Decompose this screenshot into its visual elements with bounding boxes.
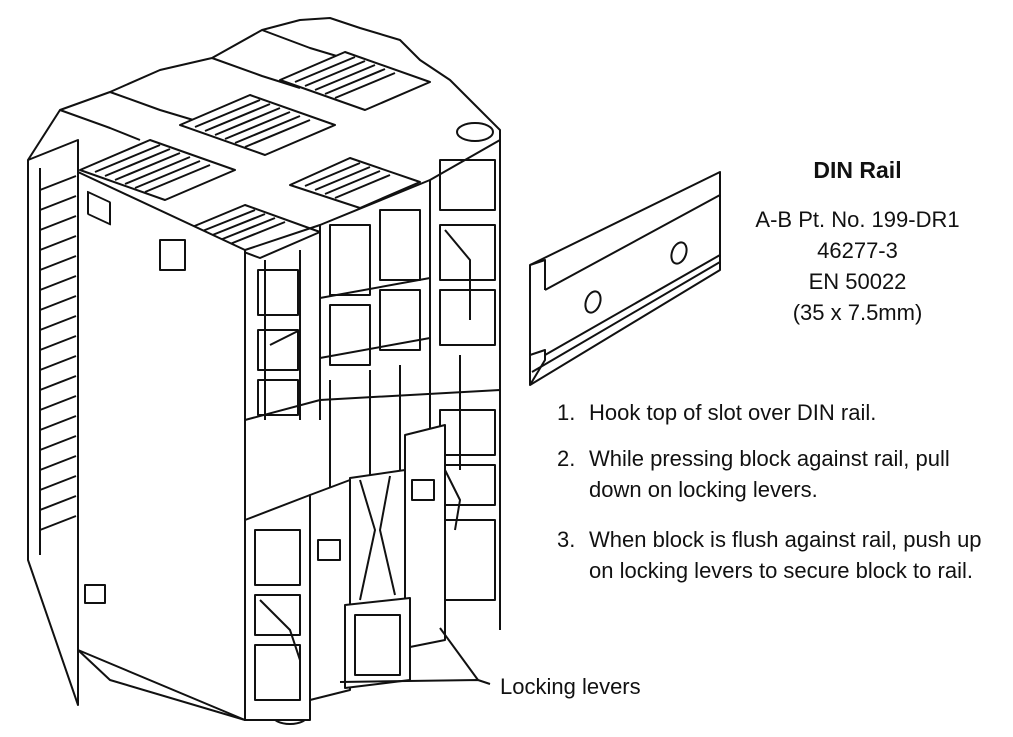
- step-text: Hook top of slot over DIN rail.: [589, 400, 877, 425]
- din-rail-part-number: A-B Pt. No. 199-DR1: [755, 207, 960, 232]
- instruction-step-3: 3. When block is flush against rail, push…: [557, 524, 1009, 586]
- step-number: 2.: [557, 446, 576, 471]
- callout-leader-lines: [339, 627, 491, 685]
- din-rail-code: 46277-3: [817, 238, 898, 263]
- din-rail-standard: EN 50022: [808, 269, 907, 294]
- din-rail-dimensions: (35 x 7.5mm): [792, 300, 923, 325]
- terminal-block: [27, 17, 501, 725]
- step-text: When block is flush against rail, push u…: [589, 527, 982, 583]
- locking-levers-label: Locking levers: [500, 674, 641, 699]
- rail-slot-hole: [584, 290, 602, 314]
- din-rail: [529, 171, 721, 386]
- step-text: While pressing block against rail, pull …: [589, 446, 950, 502]
- locking-levers: [309, 424, 446, 701]
- top-terminal-clamps: [79, 51, 431, 259]
- step-number: 3.: [557, 527, 576, 552]
- instruction-step-2: 2. While pressing block against rail, pul…: [557, 443, 979, 505]
- instruction-step-1: 1. Hook top of slot over DIN rail.: [557, 397, 1009, 428]
- rail-slot-hole: [670, 241, 688, 265]
- left-side-ribs: [39, 175, 77, 531]
- din-rail-title: DIN Rail: [813, 157, 902, 183]
- step-number: 1.: [557, 400, 576, 425]
